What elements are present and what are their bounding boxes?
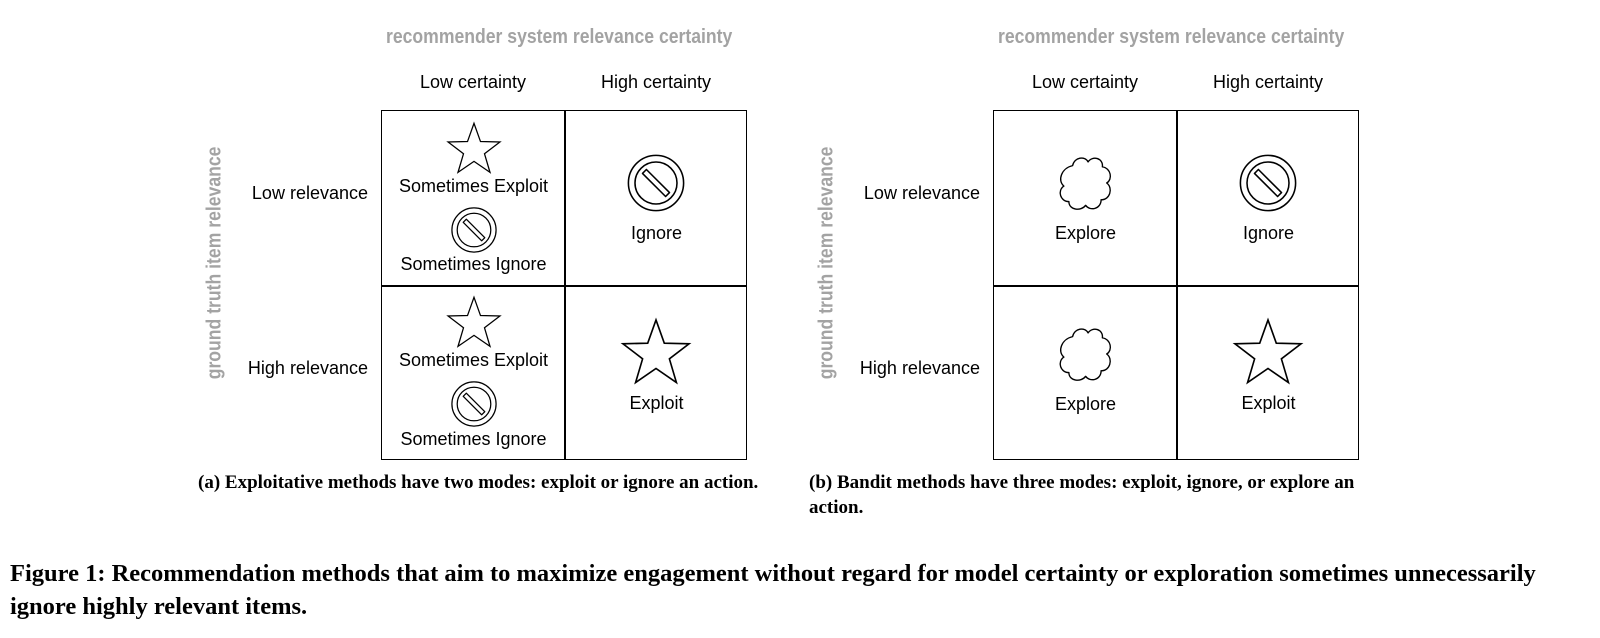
star-icon — [445, 121, 503, 179]
cell-high-relevance-high-certainty: Exploit — [565, 286, 748, 461]
cell-low-relevance-high-certainty: Ignore — [565, 111, 748, 286]
row-label-high-relevance: High relevance — [247, 358, 368, 378]
cell-label-top: Sometimes Exploit — [398, 350, 549, 370]
top-axis-label: recommender system relevance certainty — [386, 26, 733, 48]
cell-label-bottom: Sometimes Ignore — [400, 429, 547, 449]
top-axis-label: recommender system relevance certainty — [998, 26, 1345, 48]
cell-high-relevance-low-certainty: Sometimes Exploit Sometimes Ignore — [382, 286, 565, 461]
quadrant-grid: Sometimes Exploit Sometimes Ignore Ignor… — [381, 110, 747, 460]
panel-b: recommender system relevance certainty g… — [612, 0, 1372, 530]
subfigure-caption-b: (b) Bandit methods have three modes: exp… — [809, 472, 1355, 518]
column-label-high-certainty: High certainty — [1212, 72, 1324, 92]
cloud-icon — [1054, 151, 1116, 215]
panel-a: recommender system relevance certainty g… — [0, 0, 760, 530]
prohibited-icon — [1238, 153, 1298, 213]
cell-label: Exploit — [629, 393, 684, 413]
cell-low-relevance-high-certainty: Ignore — [1177, 111, 1360, 286]
column-label-low-certainty: Low certainty — [1031, 72, 1139, 92]
cell-label: Explore — [1054, 394, 1117, 414]
cell-label: Exploit — [1241, 393, 1296, 413]
row-label-low-relevance: Low relevance — [251, 183, 368, 203]
row-label-high-relevance: High relevance — [859, 358, 980, 378]
row-label-low-relevance: Low relevance — [863, 183, 980, 203]
cell-label: Explore — [1054, 223, 1117, 243]
grid-divider-horizontal — [994, 285, 1358, 287]
star-icon — [445, 295, 503, 353]
cell-label-top: Sometimes Exploit — [398, 176, 549, 196]
side-axis-label: ground truth item relevance — [203, 146, 226, 380]
cell-low-relevance-low-certainty: Explore — [994, 111, 1177, 286]
cell-label: Ignore — [630, 223, 683, 243]
prohibited-icon — [450, 380, 498, 428]
subfigure-caption-a: (a) Exploitative methods have two modes:… — [198, 472, 759, 493]
star-icon — [1231, 317, 1305, 391]
cell-low-relevance-low-certainty: Sometimes Exploit Sometimes Ignore — [382, 111, 565, 286]
cell-high-relevance-low-certainty: Explore — [994, 286, 1177, 461]
quadrant-grid: Explore Ignore Explore Exploit — [993, 110, 1359, 460]
grid-divider-horizontal — [382, 285, 746, 287]
column-label-low-certainty: Low certainty — [419, 72, 527, 92]
prohibited-icon — [450, 206, 498, 254]
cell-label-bottom: Sometimes Ignore — [400, 254, 547, 274]
side-axis-label: ground truth item relevance — [815, 146, 838, 380]
figure-caption: Figure 1: Recommendation methods that ai… — [10, 560, 1536, 620]
column-label-high-certainty: High certainty — [600, 72, 712, 92]
cell-label: Ignore — [1242, 223, 1295, 243]
cell-high-relevance-high-certainty: Exploit — [1177, 286, 1360, 461]
cloud-icon — [1054, 322, 1116, 386]
